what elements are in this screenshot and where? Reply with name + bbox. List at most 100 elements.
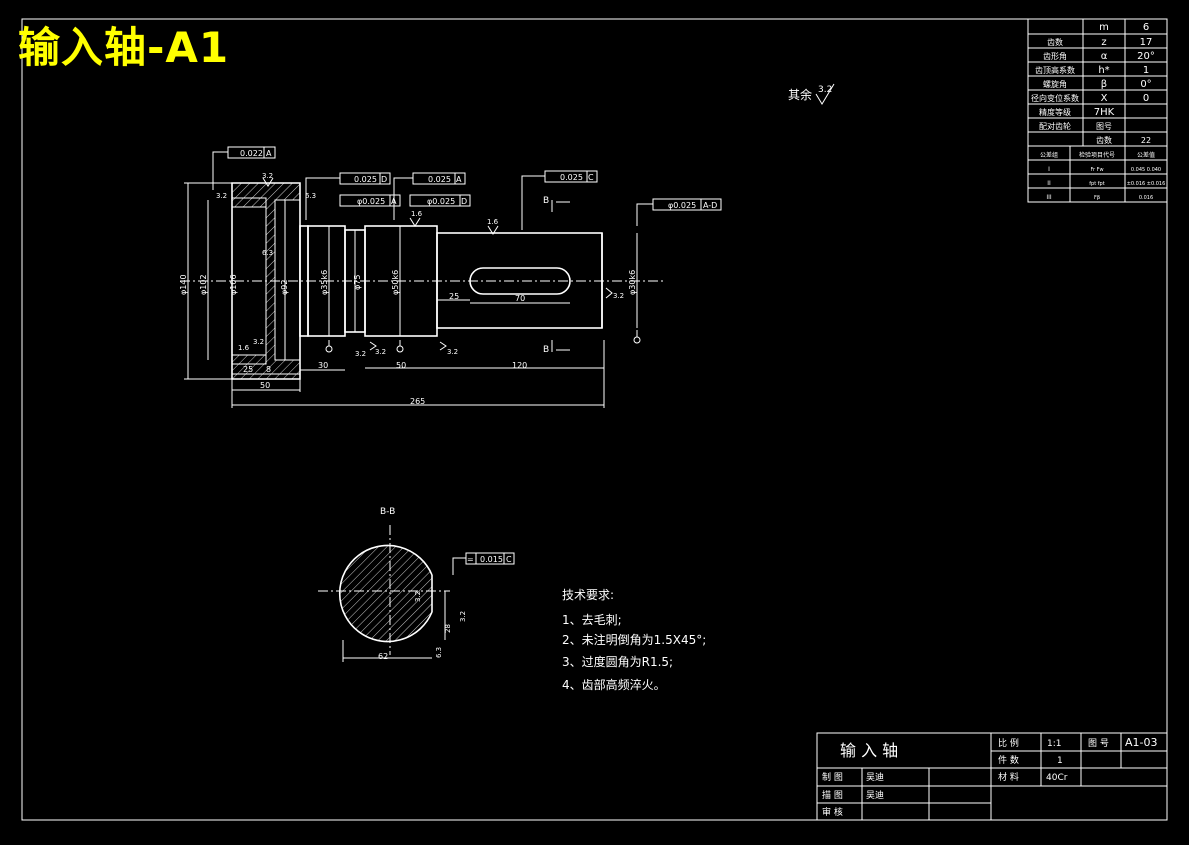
tol-datum: A-D [703, 201, 717, 210]
svg-text:吴迪: 吴迪 [866, 771, 884, 783]
group-cell: 0.016 [1139, 195, 1153, 201]
param-label: 齿顶高系数 [1035, 65, 1075, 75]
sheet-border [21, 18, 1168, 821]
roughness: 3.2 [447, 348, 458, 356]
tol-datum: D [461, 197, 467, 206]
group-cell: III [1046, 194, 1052, 201]
svg-text:1: 1 [1057, 756, 1063, 766]
group-header: 公差组 [1040, 151, 1058, 159]
svg-text:图 号: 图 号 [1088, 738, 1109, 749]
tol-datum: D [381, 175, 387, 184]
svg-text:2、未注明倒角为1.5X45°;: 2、未注明倒角为1.5X45°; [562, 632, 706, 647]
param-value: 6 [1143, 22, 1149, 33]
param-symbol: 齿数 [1096, 135, 1112, 145]
param-label: 径向变位系数 [1031, 93, 1079, 103]
svg-text:其余: 其余 [788, 87, 812, 102]
svg-text:4、齿部高频淬火。: 4、齿部高频淬火。 [562, 677, 666, 692]
section-title: B-B [380, 507, 395, 517]
param-symbol: h* [1098, 65, 1109, 76]
roughness: 3.2 [613, 292, 624, 300]
svg-text:材 料: 材 料 [998, 771, 1019, 783]
param-value: 17 [1140, 37, 1153, 48]
group-cell: 0.045 0.040 [1131, 167, 1161, 173]
param-label: 螺旋角 [1043, 79, 1067, 89]
roughness: 1.6 [411, 210, 423, 218]
svg-text:1:1: 1:1 [1047, 739, 1061, 749]
tol-frame: 0.025 [428, 175, 451, 184]
svg-text:制 图: 制 图 [822, 771, 843, 783]
param-value: 22 [1141, 136, 1151, 145]
tol-frame: 0.025 [354, 175, 377, 184]
dim-s62: 62 [378, 652, 388, 661]
section-mark-bottom: B [543, 345, 549, 355]
dim-l30: 30 [318, 361, 328, 370]
param-label: 配对齿轮 [1039, 121, 1071, 131]
group-cell: Fr Fw [1090, 167, 1103, 173]
roughness: 3.2 [459, 611, 467, 622]
other-roughness-note: 其余 3.2 [788, 83, 835, 105]
roughness: 3.2 [355, 350, 366, 358]
dim-d35: φ35k6 [320, 270, 329, 295]
svg-text:比 例: 比 例 [998, 737, 1019, 749]
roughness: 3.2 [262, 172, 273, 180]
svg-text:3、过度圆角为R1.5;: 3、过度圆角为R1.5; [562, 654, 673, 669]
tol-frame: 0.025 [560, 173, 583, 182]
svg-text:A1-03: A1-03 [1125, 736, 1158, 749]
param-label: 齿数 [1047, 37, 1063, 47]
dim-l50b: 50 [396, 361, 406, 370]
dim-l120: 120 [512, 361, 527, 370]
group-cell: Fβ [1094, 195, 1100, 201]
shaft-main-view: φ140 φ102 φ106 φ92 φ35k6 φ75 φ50k6 φ30k6… [179, 146, 722, 408]
param-label: 精度等级 [1039, 107, 1071, 117]
tech-requirements: 技术要求: 1、去毛刺; 2、未注明倒角为1.5X45°; 3、过度圆角为R1.… [562, 588, 706, 692]
overlay-title: 输入轴-A1 [18, 23, 230, 72]
dim-l8: 8 [266, 365, 271, 374]
tol-frame: 0.015 [480, 555, 503, 564]
param-label: 齿形角 [1043, 51, 1067, 61]
roughness: 6.3 [262, 249, 273, 257]
roughness: 3.2 [414, 591, 422, 602]
svg-text:审 核: 审 核 [822, 806, 843, 818]
svg-text:吴迪: 吴迪 [866, 789, 884, 801]
roughness: 1.6 [238, 344, 250, 352]
param-symbol: β [1101, 79, 1107, 90]
svg-text:=: = [467, 555, 474, 564]
dim-d75: φ75 [353, 275, 362, 290]
tol-datum: A [266, 149, 272, 158]
group-header: 公差值 [1137, 151, 1155, 159]
section-mark-top: B [543, 196, 549, 206]
dim-d106: φ106 [229, 274, 238, 295]
param-symbol: m [1099, 22, 1109, 33]
dim-d102: φ102 [199, 274, 208, 295]
group-header: 检验项目代号 [1079, 151, 1115, 159]
tol-datum: C [506, 555, 512, 564]
roughness: 3.2 [253, 338, 264, 346]
svg-text:技术要求:: 技术要求: [562, 588, 614, 602]
dim-d140: φ140 [179, 274, 188, 295]
title-block: 输 入 轴 比 例 1:1 图 号 A1-03 件 数 1 材 料 40Cr 制… [816, 732, 1168, 821]
group-cell: I [1048, 166, 1050, 173]
tol-datum: A [456, 175, 462, 184]
group-cell: fpt fpt [1089, 181, 1104, 187]
param-symbol: α [1101, 51, 1108, 62]
svg-text:1、去毛刺;: 1、去毛刺; [562, 613, 622, 627]
section-bb: B-B 62 28 = 0.015 C 3.2 6.3 3.2 [318, 507, 515, 662]
roughness: 1.6 [487, 218, 499, 226]
tol-frame: φ0.025 [668, 201, 696, 210]
group-cell: ±0.016 ±0.016 [1127, 181, 1166, 187]
svg-text:3.2: 3.2 [818, 85, 832, 95]
svg-text:40Cr: 40Cr [1046, 773, 1068, 783]
dim-l25a: 25 [243, 365, 253, 374]
roughness: 6.3 [305, 192, 316, 200]
keyway [469, 267, 571, 295]
dim-d92: φ92 [280, 280, 289, 295]
param-symbol: 图号 [1096, 122, 1112, 131]
part-name: 输 入 轴 [840, 741, 898, 760]
tol-frame: 0.022 [240, 149, 263, 158]
tol-datum: C [588, 173, 594, 182]
dim-l70: 70 [515, 294, 525, 303]
param-value: 0° [1140, 79, 1151, 90]
svg-text:描 图: 描 图 [822, 789, 843, 801]
